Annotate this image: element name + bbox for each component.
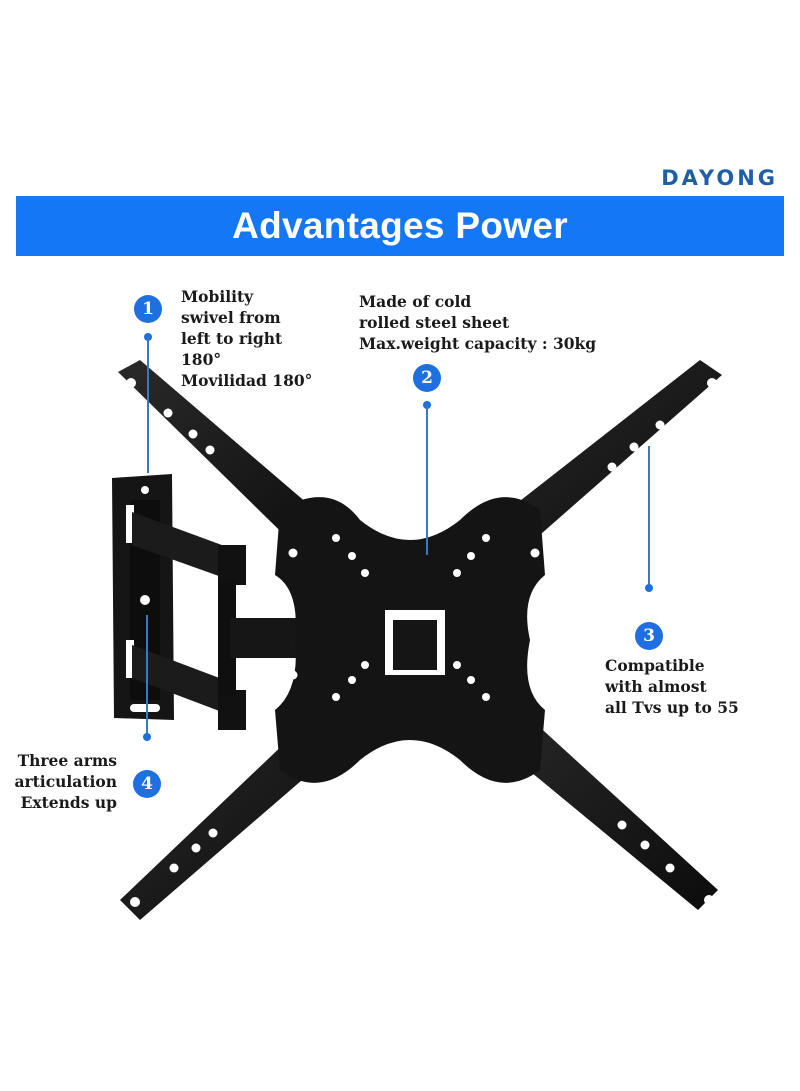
feature-3-text: Compatible with almost all Tvs up to 55 — [605, 655, 739, 718]
feature-1-text: Mobility swivel from left to right 180° … — [181, 286, 312, 391]
feature-2-line-1: Made of cold — [359, 292, 472, 311]
feature-4-badge: 4 — [133, 770, 161, 798]
feature-3-line-3: all Tvs up to 55 — [605, 698, 739, 717]
feature-1-badge: 1 — [134, 295, 162, 323]
feature-1-line-3: left to right — [181, 329, 283, 348]
feature-4-line-2: articulation — [14, 772, 117, 791]
feature-4-line-1: Three arms — [17, 751, 117, 770]
feature-2-text: Made of cold rolled steel sheet Max.weig… — [359, 291, 596, 354]
feature-3-line-1: Compatible — [605, 656, 705, 675]
feature-3-leader-line — [648, 446, 650, 586]
brand-logo: DAYONG — [661, 166, 778, 190]
title-banner: Advantages Power — [16, 196, 784, 256]
feature-4-leader-line — [146, 615, 148, 735]
feature-2-badge: 2 — [413, 364, 441, 392]
feature-3-leader-dot — [645, 584, 653, 592]
feature-4-leader-dot — [143, 733, 151, 741]
feature-3-badge: 3 — [635, 622, 663, 650]
feature-1-line-1: Mobility — [181, 287, 254, 306]
feature-1-line-5: Movilidad 180° — [181, 371, 313, 390]
feature-4-text: Three arms articulation Extends up — [0, 750, 117, 813]
feature-4-line-3: Extends up — [20, 793, 117, 812]
feature-1-line-2: swivel from — [181, 308, 281, 327]
feature-2-line-2: rolled steel sheet — [359, 313, 510, 332]
feature-1-leader-line — [147, 337, 149, 473]
feature-2-line-3: Max.weight capacity : 30kg — [359, 334, 597, 353]
feature-2-leader-line — [426, 405, 428, 555]
feature-3-line-2: with almost — [605, 677, 707, 696]
feature-1-line-4: 180° — [181, 350, 222, 369]
banner-title: Advantages Power — [232, 205, 568, 246]
